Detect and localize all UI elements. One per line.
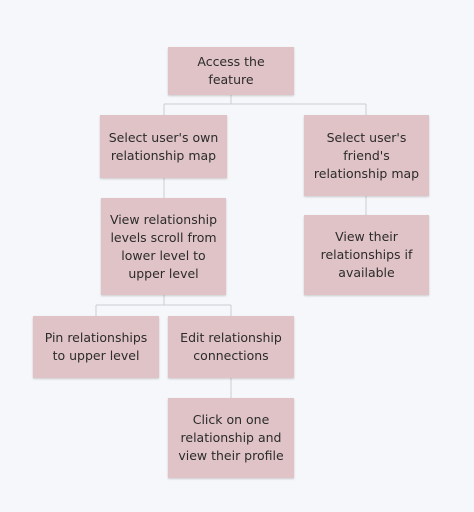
node-view-relationship-levels: View relationship levels scroll from low… [101,198,226,295]
node-pin-relationships-label: Pin relationships to upper level [44,330,148,363]
node-view-relationship-levels-label: View relationship levels scroll from low… [109,211,218,281]
node-edit-connections: Edit relationship connections [168,316,294,378]
node-edit-connections-label: Edit relationship connections [180,330,282,363]
node-pin-relationships: Pin relationships to upper level [33,316,159,378]
node-own-relationship-map: Select user's own relationship map [100,115,227,178]
node-click-view-profile: Click on one relationship and view their… [168,398,294,478]
node-friend-relationship-map: Select user's friend's relationship map [304,115,429,196]
node-access-feature: Access the feature [168,47,294,95]
node-own-relationship-map-label: Select user's own relationship map [108,129,219,163]
node-friend-relationship-map-label: Select user's friend's relationship map [313,129,420,181]
node-access-feature-label: Access the feature [197,54,265,87]
node-click-view-profile-label: Click on one relationship and view their… [178,412,284,463]
node-view-friend-relationships-label: View their relationships if available [320,229,413,280]
node-view-friend-relationships: View their relationships if available [304,215,429,295]
